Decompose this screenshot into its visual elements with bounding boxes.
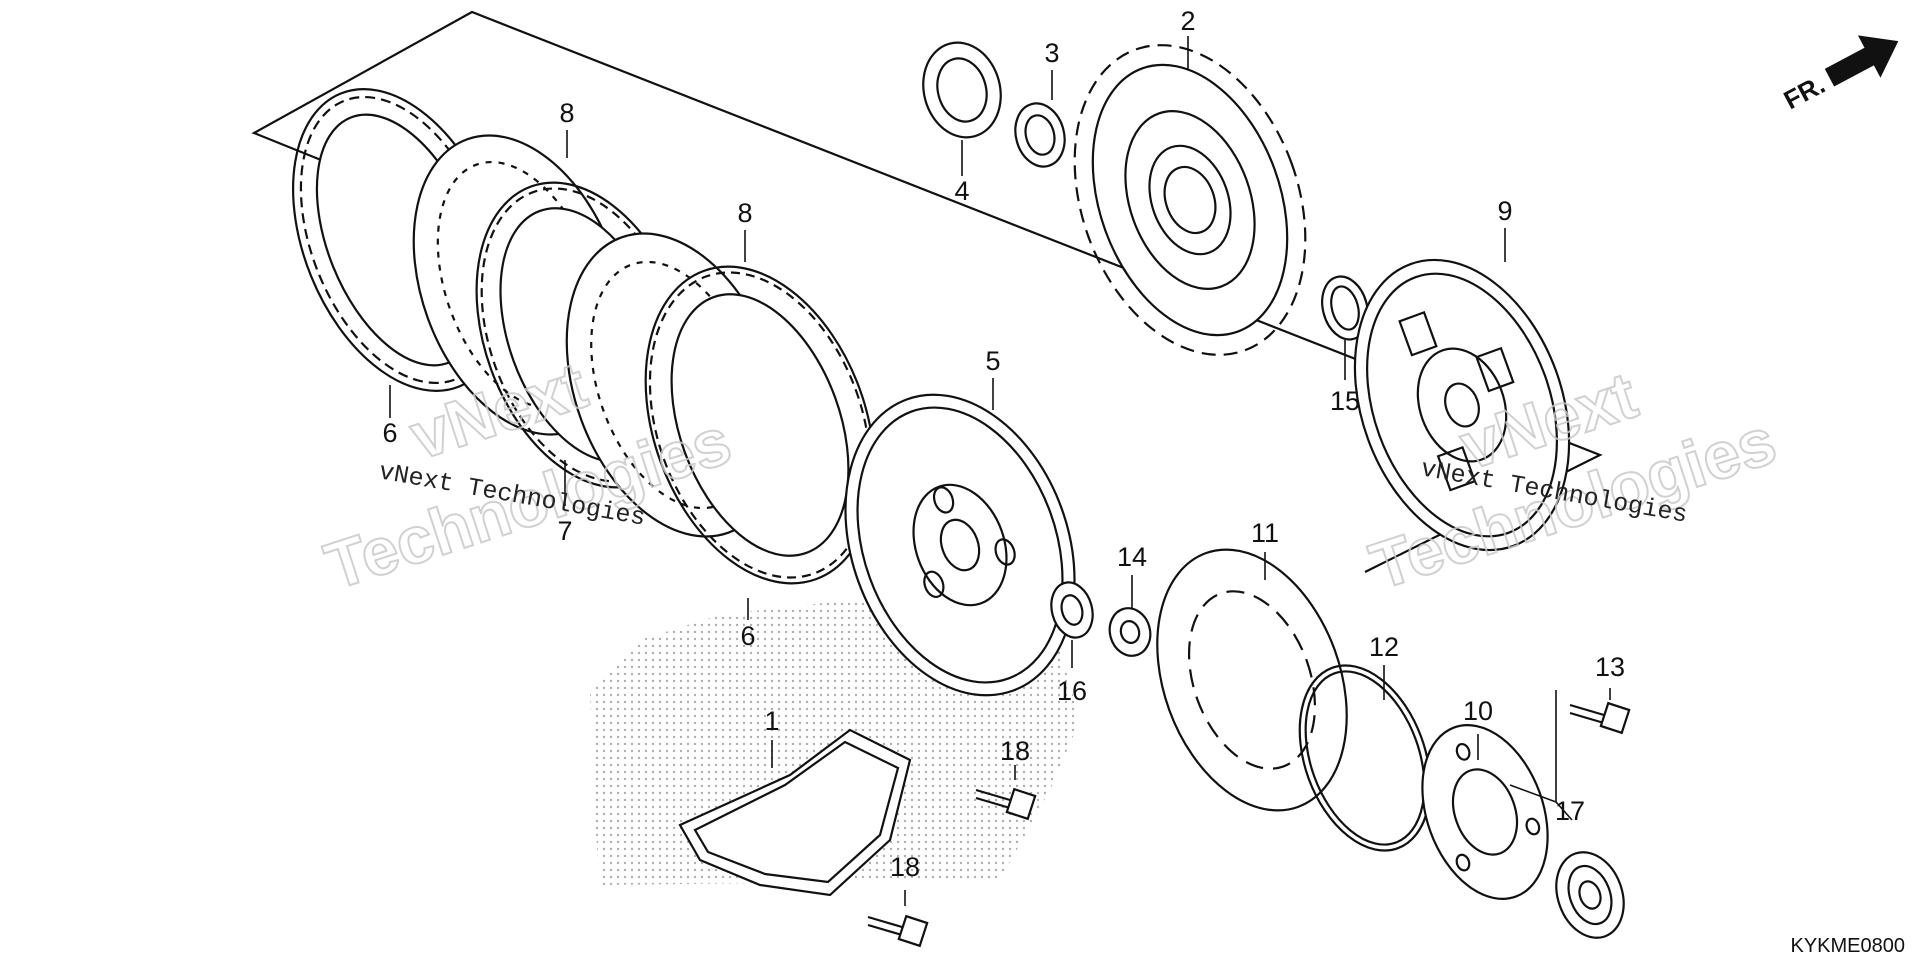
diagram-code: KYKME0800 xyxy=(1790,935,1905,957)
callout-11: 11 xyxy=(1251,518,1279,548)
bearing-17 xyxy=(1555,851,1625,939)
bolt-18-upper xyxy=(975,787,1037,821)
cover-1 xyxy=(678,728,912,897)
lock-nut-14 xyxy=(1108,607,1152,657)
washer-16 xyxy=(1050,581,1094,639)
leader-lines xyxy=(389,36,1611,906)
pressure-plate-5 xyxy=(844,393,1076,697)
collar-3 xyxy=(1014,102,1066,168)
callout-5: 5 xyxy=(985,346,1000,376)
front-direction-label: FR. xyxy=(1779,69,1830,115)
bolt-13 xyxy=(1569,701,1631,735)
callout-6-right: 6 xyxy=(740,621,755,651)
callout-6-left: 6 xyxy=(382,418,397,448)
callout-4: 4 xyxy=(954,176,969,206)
washer-15 xyxy=(1321,275,1369,341)
front-arrow-icon xyxy=(1824,35,1899,87)
clutch-outer-2 xyxy=(1073,44,1307,356)
callout-12: 12 xyxy=(1369,632,1399,662)
clutch-disc-6-right xyxy=(644,265,876,585)
callout-10: 10 xyxy=(1463,696,1493,726)
bolt-18-lower xyxy=(867,914,929,948)
callout-13: 13 xyxy=(1595,652,1625,682)
callout-18-lower: 18 xyxy=(890,852,920,882)
callout-8-left: 8 xyxy=(559,98,574,128)
callout-17: 17 xyxy=(1555,796,1585,826)
front-direction-indicator: FR. xyxy=(1779,35,1899,115)
callout-18-upper: 18 xyxy=(1000,736,1030,766)
callout-1: 1 xyxy=(764,706,779,736)
clutch-center-9 xyxy=(1353,258,1571,552)
seal-4 xyxy=(922,41,1002,139)
callout-14: 14 xyxy=(1117,542,1147,572)
callout-8-right: 8 xyxy=(737,198,752,228)
callout-2: 2 xyxy=(1180,6,1195,36)
callout-9: 9 xyxy=(1497,196,1512,226)
spring-ring-12 xyxy=(1298,664,1432,852)
lifter-holder-10 xyxy=(1421,724,1549,900)
callout-15: 15 xyxy=(1330,386,1360,416)
callout-7: 7 xyxy=(557,516,572,546)
callout-3: 3 xyxy=(1044,38,1059,68)
lifter-plate-11 xyxy=(1156,548,1348,812)
callout-16: 16 xyxy=(1057,676,1087,706)
